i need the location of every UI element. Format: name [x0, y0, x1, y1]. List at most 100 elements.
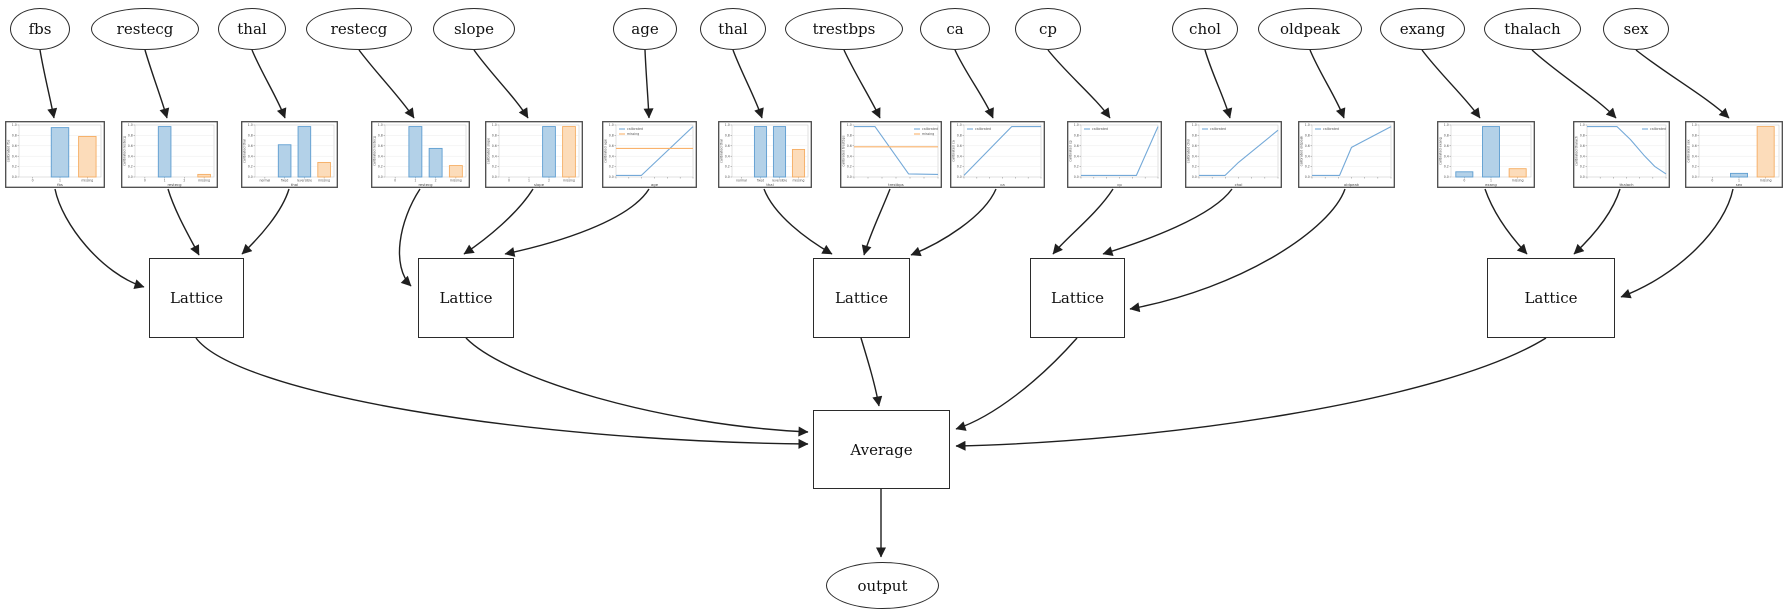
svg-text:0.0: 0.0	[1305, 175, 1310, 179]
output-node: output	[826, 562, 939, 609]
svg-text:0.2: 0.2	[378, 165, 383, 169]
svg-text:0.6: 0.6	[492, 144, 497, 148]
svg-text:0.8: 0.8	[248, 134, 253, 138]
svg-text:0.4: 0.4	[725, 154, 730, 158]
svg-text:fbs: fbs	[57, 182, 63, 187]
svg-text:1.0: 1.0	[1192, 123, 1197, 127]
feature-node-chol: chol	[1172, 8, 1238, 50]
feature-node-exang: exang	[1380, 8, 1465, 50]
svg-text:calibrated chol: calibrated chol	[1187, 139, 1191, 164]
svg-text:missing: missing	[563, 179, 575, 183]
edge-slope-to-cal-slope	[473, 49, 529, 119]
node-label: thalach	[1504, 20, 1561, 38]
svg-text:1.0: 1.0	[378, 123, 383, 127]
svg-text:1.0: 1.0	[1074, 123, 1079, 127]
svg-text:0.0: 0.0	[248, 175, 253, 179]
svg-text:0.0: 0.0	[128, 175, 133, 179]
svg-text:0.8: 0.8	[1580, 134, 1585, 138]
node-label: thal	[237, 20, 267, 38]
feature-node-trestbps: trestbps	[785, 8, 903, 50]
svg-text:0.4: 0.4	[1074, 154, 1079, 158]
svg-text:1.0: 1.0	[1580, 123, 1585, 127]
feature-node-cp: cp	[1015, 8, 1081, 50]
svg-text:age: age	[651, 182, 659, 187]
svg-text:missing: missing	[1760, 179, 1772, 183]
svg-text:calibrated age: calibrated age	[604, 139, 608, 163]
svg-text:restecg: restecg	[418, 182, 433, 187]
svg-text:chol: chol	[1235, 182, 1243, 187]
node-label: trestbps	[812, 20, 876, 38]
svg-text:calibrated trestbps: calibrated trestbps	[842, 135, 846, 166]
svg-text:0.4: 0.4	[609, 154, 614, 158]
edge-cal-fbs-to-lattice-1	[54, 188, 145, 289]
svg-text:1.0: 1.0	[1692, 123, 1697, 127]
edge-exang-to-cal-exang	[1421, 49, 1481, 119]
svg-text:2: 2	[548, 179, 550, 183]
node-label: chol	[1189, 20, 1221, 38]
svg-text:calibrated thal: calibrated thal	[720, 139, 724, 163]
svg-text:0.6: 0.6	[128, 144, 133, 148]
node-label: sex	[1623, 20, 1649, 38]
svg-text:1: 1	[414, 179, 416, 183]
svg-text:thal: thal	[766, 182, 773, 187]
svg-text:exang: exang	[1485, 182, 1497, 187]
svg-text:1: 1	[1490, 179, 1492, 183]
edge-chol-to-cal-chol	[1204, 49, 1233, 119]
svg-text:calibrated restecg: calibrated restecg	[373, 136, 377, 166]
svg-text:0.2: 0.2	[1074, 165, 1079, 169]
svg-text:calibrated: calibrated	[627, 127, 643, 131]
svg-text:0.0: 0.0	[609, 175, 614, 179]
svg-text:0.0: 0.0	[492, 175, 497, 179]
node-label: restecg	[330, 20, 388, 38]
svg-text:0.4: 0.4	[957, 154, 962, 158]
svg-text:0.0: 0.0	[12, 175, 17, 179]
node-label: output	[857, 576, 908, 595]
svg-text:calibrated: calibrated	[1210, 127, 1226, 131]
average-node: Average	[813, 410, 950, 489]
edge-cal-oldpeak-to-lattice-4	[1129, 188, 1346, 313]
svg-text:calibrated sex: calibrated sex	[1687, 139, 1691, 162]
svg-text:0.8: 0.8	[1692, 134, 1697, 138]
svg-text:sex: sex	[1736, 182, 1743, 187]
svg-text:0.2: 0.2	[847, 165, 852, 169]
svg-text:1.0: 1.0	[609, 123, 614, 127]
svg-text:0.8: 0.8	[725, 134, 730, 138]
svg-text:0.0: 0.0	[847, 175, 852, 179]
node-label: Lattice	[1050, 289, 1105, 307]
svg-text:calibrated fbs: calibrated fbs	[7, 139, 11, 162]
edge-cal-cp-to-lattice-4	[1052, 188, 1114, 255]
svg-text:0.6: 0.6	[1192, 144, 1197, 148]
edge-cal-restecg2-to-lattice-2	[398, 188, 421, 287]
svg-text:0.6: 0.6	[1580, 144, 1585, 148]
edge-cal-thal-to-lattice-1	[241, 188, 290, 255]
svg-text:0: 0	[394, 179, 396, 183]
lattice-node-1: Lattice	[149, 258, 244, 338]
edge-lattice-1-to-average	[195, 337, 809, 449]
svg-text:0: 0	[1711, 179, 1713, 183]
edge-cal-chol-to-lattice-4	[1102, 188, 1233, 256]
svg-text:0.8: 0.8	[957, 134, 962, 138]
svg-text:reversible: reversible	[297, 179, 312, 183]
svg-text:1.0: 1.0	[248, 123, 253, 127]
svg-text:0.0: 0.0	[1444, 175, 1449, 179]
feature-node-slope: slope	[433, 8, 515, 50]
svg-text:calibrated thal: calibrated thal	[243, 139, 247, 163]
svg-text:0.8: 0.8	[1192, 134, 1197, 138]
feature-node-thal: thal	[218, 8, 286, 50]
svg-text:0: 0	[144, 179, 146, 183]
feature-node-fbs: fbs	[10, 8, 70, 50]
edge-thal-to-cal-thal	[251, 49, 287, 119]
feature-node-restecg: restecg	[91, 8, 199, 50]
edge-cal-trestbps-to-lattice-3	[861, 188, 891, 256]
svg-text:0.8: 0.8	[847, 134, 852, 138]
svg-text:calibrated thalach: calibrated thalach	[1575, 136, 1579, 166]
lattice-node-2: Lattice	[418, 258, 514, 338]
svg-text:0.2: 0.2	[957, 165, 962, 169]
svg-text:0.4: 0.4	[1580, 154, 1585, 158]
